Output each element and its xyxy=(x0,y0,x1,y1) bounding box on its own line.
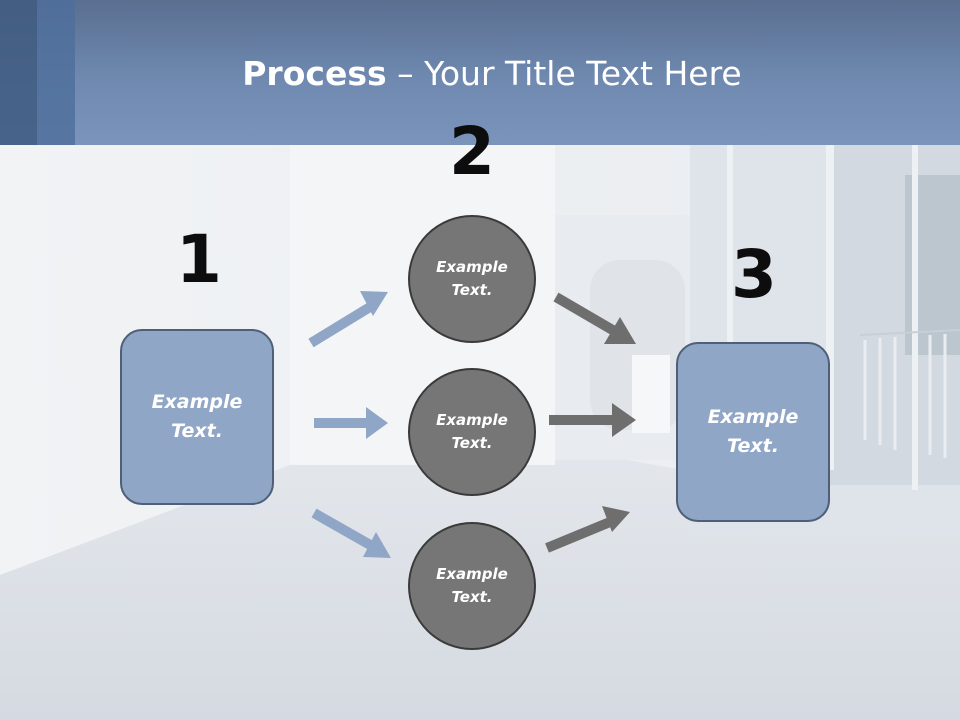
step-number-1: 1 xyxy=(176,221,222,298)
step-number-3: 3 xyxy=(731,236,777,313)
title-rest: – Your Title Text Here xyxy=(386,54,742,93)
arrow-2-to-3-top xyxy=(553,292,636,344)
arrow-1-to-2-top xyxy=(308,291,388,348)
step-2-circle-top-label: Example Text. xyxy=(436,258,508,299)
step-3-box: Example Text. xyxy=(676,342,830,522)
arrow-2-to-3-bottom xyxy=(545,506,630,553)
step-number-2: 2 xyxy=(449,113,495,190)
header-accent-mid xyxy=(37,0,75,145)
step-2-circle-middle-label: Example Text. xyxy=(436,411,508,452)
title-bold: Process xyxy=(242,54,387,93)
header-bar xyxy=(0,0,960,145)
step-3-label: Example Text. xyxy=(707,406,799,457)
slide-title: Process – Your Title Text Here xyxy=(0,50,960,98)
step-1-box: Example Text. xyxy=(120,329,274,505)
header-accent-dark xyxy=(0,0,37,145)
arrow-1-to-2-bottom xyxy=(311,508,391,558)
arrow-1-to-2-middle xyxy=(314,407,388,439)
step-2-circle-middle: Example Text. xyxy=(408,368,536,496)
step-1-label: Example Text. xyxy=(151,391,243,442)
step-2-circle-top: Example Text. xyxy=(408,215,536,343)
arrow-2-to-3-middle xyxy=(549,403,636,437)
step-2-circle-bottom: Example Text. xyxy=(408,522,536,650)
step-2-circle-bottom-label: Example Text. xyxy=(436,565,508,606)
